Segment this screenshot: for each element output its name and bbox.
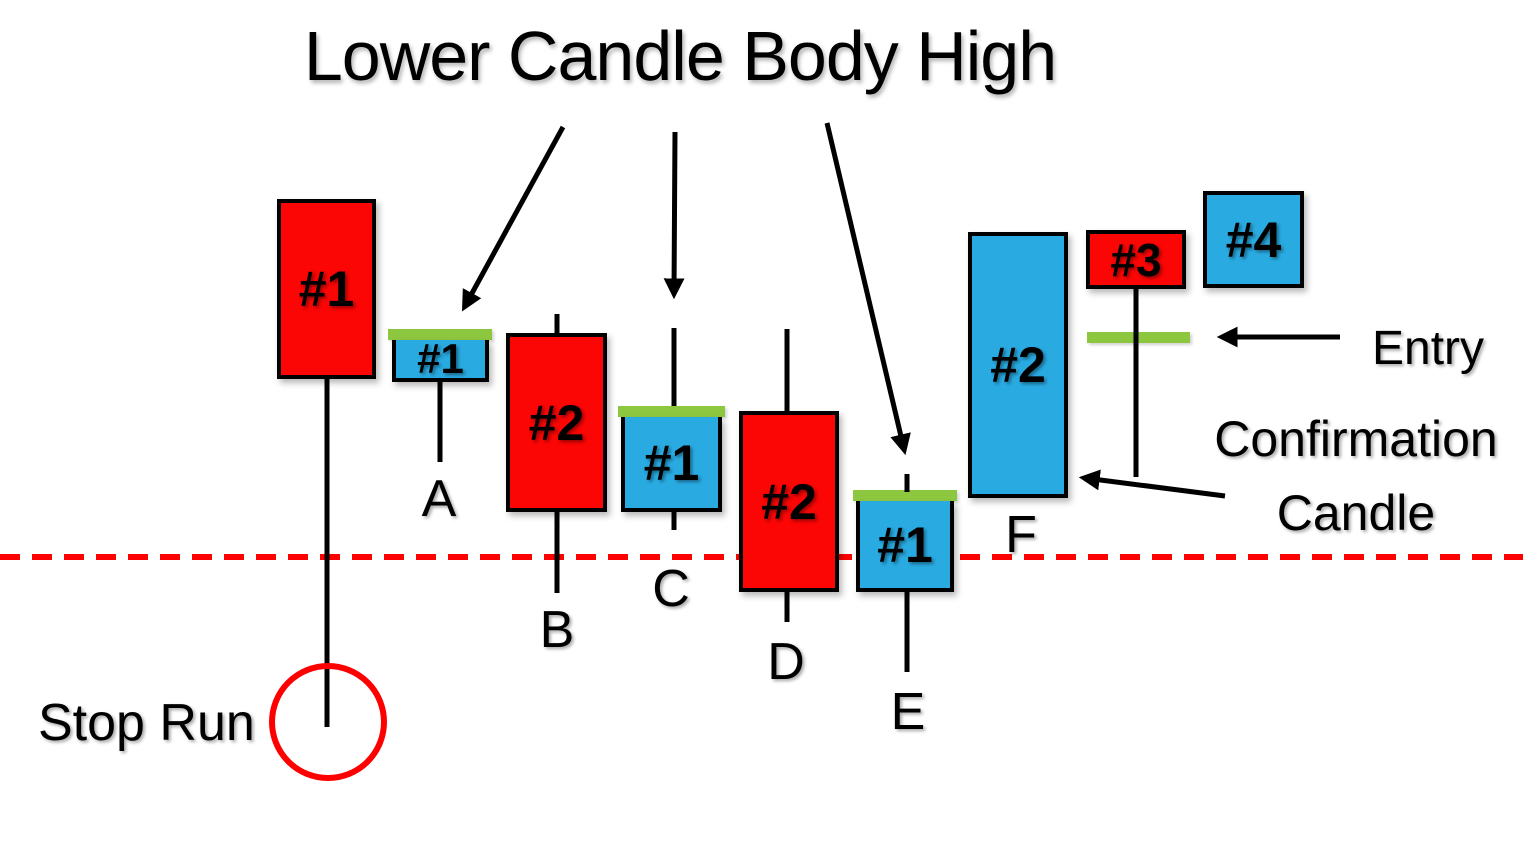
stop-run-circle (269, 663, 387, 781)
confirmation-label-line2: Candle (1276, 485, 1436, 541)
title-arrow-to-candle-a (461, 125, 566, 312)
title-arrow-to-candle-e (824, 122, 911, 456)
candle-b-letter: B (539, 601, 575, 659)
candle-b-body: #2 (506, 333, 607, 512)
candle-f-label: #2 (990, 337, 1046, 393)
entry-level-marker (1087, 332, 1190, 343)
candle-f-letter: F (1005, 506, 1037, 564)
candle-d-letter: D (767, 633, 805, 691)
candle-d-body: #2 (739, 411, 839, 592)
entry-label: Entry (1372, 322, 1485, 375)
candle-a-body: #1 (392, 335, 489, 382)
candle-1-body: #1 (277, 199, 376, 379)
candle-3-label: #3 (1110, 233, 1162, 286)
candle-c-letter: C (652, 560, 690, 618)
candle-e-label: #1 (877, 516, 933, 573)
candle-c-body: #1 (621, 417, 722, 512)
candle-c-label: #1 (643, 434, 700, 491)
candle-a-label: #1 (417, 335, 464, 382)
candle-d-label: #2 (761, 473, 817, 530)
confirmation-label-line1: Confirmation (1214, 411, 1498, 467)
candle-c-body-high-marker (618, 406, 725, 417)
candle-e-body-high-marker (853, 490, 957, 501)
candle-b-label: #2 (528, 394, 585, 451)
candle-1-label: #1 (298, 261, 355, 317)
diagram-title: Lower Candle Body High (303, 17, 1057, 95)
candle-f-body: #2 (968, 232, 1068, 498)
candle-3-body: #3 (1086, 230, 1186, 289)
candle-a-letter: A (421, 470, 457, 528)
candle-4-body: #4 (1203, 191, 1304, 288)
stop-run-label: Stop Run (38, 694, 255, 752)
candle-e-letter: E (890, 683, 926, 741)
title-arrow-to-candle-c (663, 131, 685, 300)
candle-4-label: #4 (1225, 211, 1282, 268)
candle-a-body-high-marker (388, 329, 492, 340)
candle-e-body: #1 (856, 501, 954, 592)
